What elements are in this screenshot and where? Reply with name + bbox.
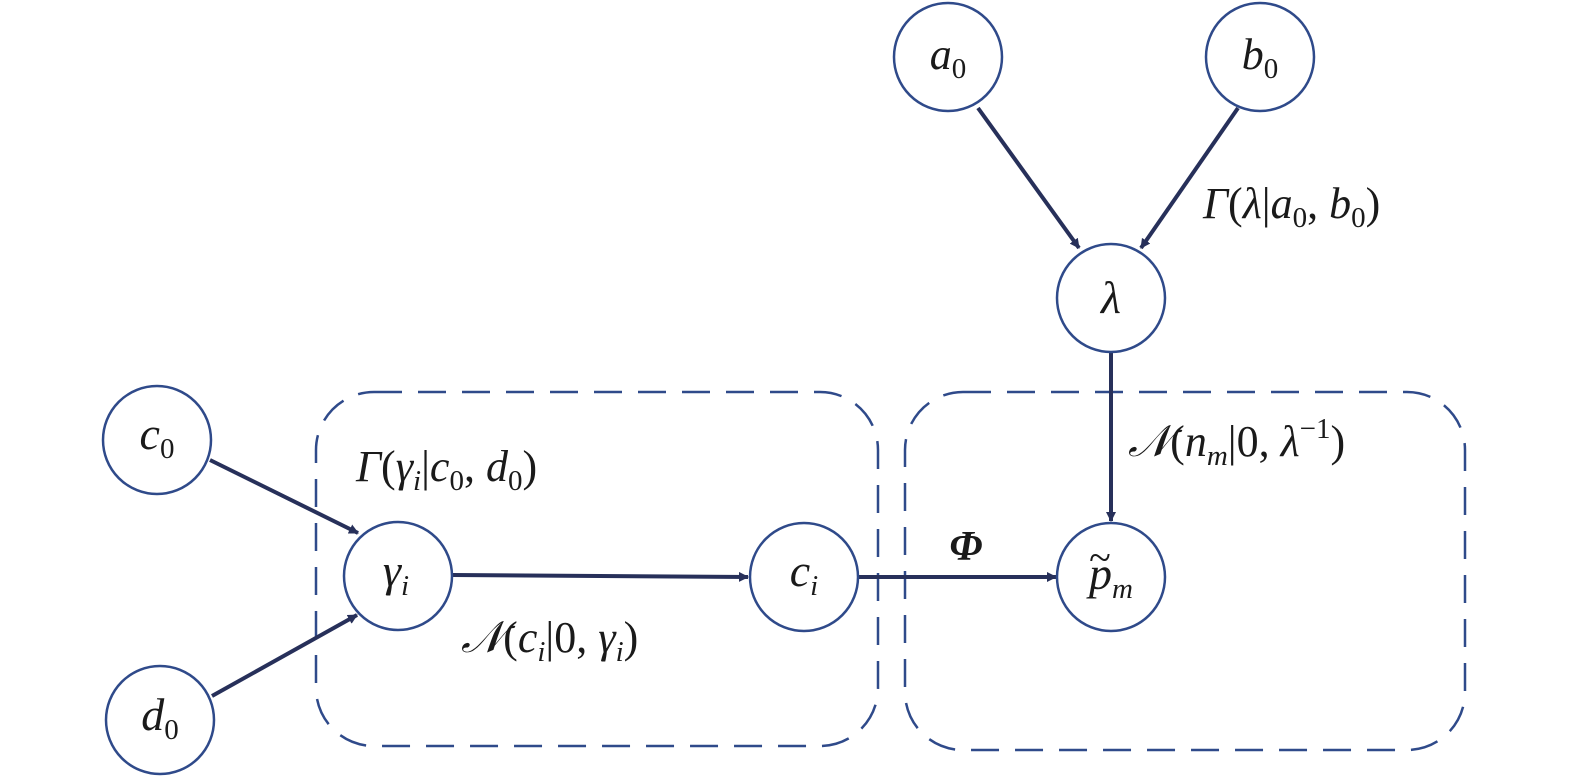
edge-d0-to-gamma (211, 613, 358, 698)
label-normal-noise: 𝒩(nm|0, λ−1) (1128, 413, 1345, 472)
node-lambda: λ (1055, 242, 1167, 354)
svg-text:a0: a0 (930, 30, 967, 85)
node-b0: b0 (1204, 1, 1316, 113)
svg-text:pm: pm (1086, 548, 1133, 605)
label-gamma-prior-lambda: Γ(λ|a0, b0) (1202, 179, 1380, 234)
node-a0: a0 (892, 1, 1004, 113)
node-gamma-i: γi (342, 520, 454, 632)
node-d0: d0 (104, 664, 216, 776)
label-normal-coef: 𝒩(ci|0, γi) (461, 613, 638, 668)
tilde-accent: ~ (1089, 535, 1111, 580)
node-p-tilde-m: ~ pm (1055, 521, 1167, 633)
edge-a0-to-lambda (976, 106, 1081, 250)
plate-left (314, 390, 880, 748)
edge-c0-to-gamma (209, 458, 359, 535)
edge-b0-to-lambda (1139, 106, 1240, 250)
plate-right (903, 390, 1467, 752)
edge-gamma-to-ci (452, 571, 749, 582)
svg-text:c0: c0 (140, 408, 175, 465)
node-c0: c0 (101, 384, 213, 496)
svg-text:λ: λ (1099, 272, 1121, 323)
svg-text:ci: ci (790, 545, 818, 602)
node-c-i: ci (748, 521, 860, 633)
svg-text:γi: γi (383, 545, 409, 602)
label-gamma-prior-gamma: Γ(γi|c0, d0) (355, 442, 537, 497)
svg-text:d0: d0 (141, 689, 179, 746)
label-phi: Φ (949, 524, 982, 570)
svg-text:b0: b0 (1242, 30, 1279, 85)
